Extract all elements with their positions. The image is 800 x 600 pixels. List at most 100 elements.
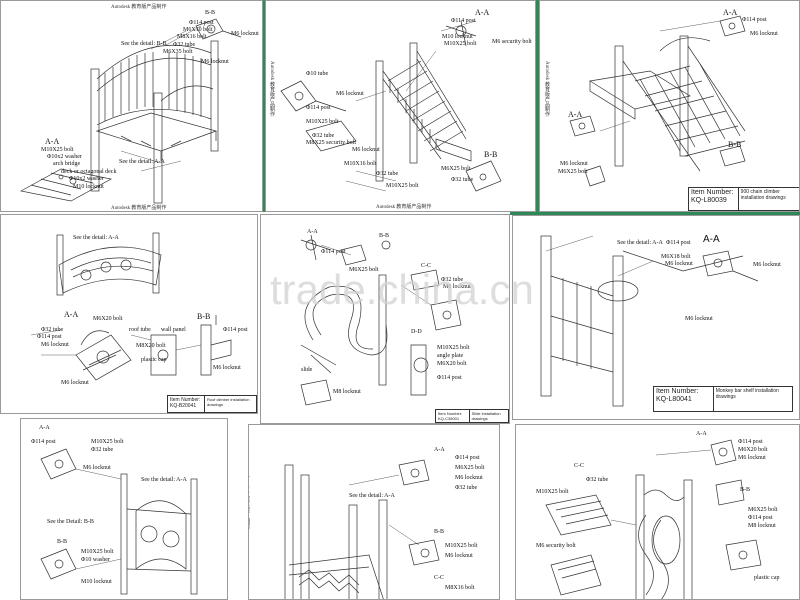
dimension-label: Φ10x2 washer [47, 154, 82, 160]
dimension-label: M8 locknut [333, 389, 361, 395]
dimension-label: M6X25 bolt [455, 465, 485, 471]
dimension-label: M6X20 bolt [738, 447, 768, 453]
dimension-label: Φ114 post [321, 249, 346, 255]
drawing-sheet-slide: A-A Φ114 post M6X25 bolt B-B C-C Φ32 tub… [260, 214, 510, 424]
dimension-label: Φ32 tube [173, 42, 196, 48]
arch-bridge-drawing [19, 18, 242, 204]
dimension-label: Φ32 tube [455, 485, 478, 491]
dimension-label: Φ32 tube [312, 133, 335, 139]
dimension-label: M6 locknut [750, 31, 778, 37]
dimension-label: Φ32 tube [451, 177, 474, 183]
item-number: Item Number: KQ-C38001 [436, 410, 470, 422]
sheet-side-text: Autodesk 教育版产品制作 [249, 475, 250, 530]
sheet-footer: Autodesk 教育版产品制作 [111, 206, 167, 211]
dimension-label: M6X35 bolt [163, 49, 193, 55]
dimension-label: M6 security bolt [492, 39, 532, 45]
drawing-sheet-monkey-bar: See the detail: A-A Φ114 post M6X18 bolt… [512, 215, 800, 420]
section-label: A-A [307, 229, 318, 235]
dimension-label: deck or octagonal deck [61, 169, 117, 175]
dimension-label: Φ114 post [455, 455, 480, 461]
drawing-sheet-roof-climber: See the detail: A-A A-A M6X20 bolt Φ32 t… [0, 214, 258, 414]
dimension-label: plastic cap [141, 357, 167, 363]
section-label: C-C [421, 263, 432, 269]
dimension-label: M6 locknut [665, 261, 693, 267]
panel-drawing [40, 448, 198, 595]
dimension-label: M6 locknut [336, 91, 364, 97]
dimension-label: Φ114 post [223, 327, 248, 333]
dimension-label: M10X25 bolt [386, 183, 419, 189]
section-label: A-A [475, 8, 490, 17]
climber-wall-drawing [545, 439, 762, 599]
dimension-label: M6 locknut [231, 31, 259, 37]
item-number: Item Number: KQ-B20041 [168, 396, 205, 412]
dimension-label: Φ114 post [37, 334, 62, 340]
section-label: B-B [728, 140, 742, 149]
item-description: 900 chain climber installation drawings [740, 189, 786, 201]
title-block: Item Number: KQ-L80041 Monkey bar shelf … [653, 386, 793, 412]
dimension-label: M6 locknut [443, 284, 471, 290]
dimension-label: Φ32 tube [441, 277, 464, 283]
separator [510, 212, 800, 215]
dimension-label: roof tube [129, 327, 151, 333]
section-label: B-B [484, 150, 498, 159]
dimension-label: Φ114 post [742, 17, 767, 23]
slide-drawing [300, 234, 462, 406]
dimension-label: M6 locknut [41, 342, 69, 348]
dimension-label: M6X10 bolt [183, 27, 213, 33]
detail-callout: See the detail: A-A [349, 493, 395, 499]
dimension-label: Φ10 tube [306, 71, 329, 77]
dimension-label: Φ32 tube [376, 171, 399, 177]
detail-callout: See the detail: A-A [119, 159, 165, 165]
section-label: B-B [57, 539, 68, 545]
watermark: trade.china.cn [270, 266, 534, 313]
item-description: Monkey bar shelf installation drawings [715, 388, 779, 400]
dimension-label: M10X25 bolt [81, 549, 114, 555]
sheet-side-text: Autodesk 教育版产品制作 [544, 61, 549, 117]
stairs-drawing [280, 20, 502, 192]
section-heading: A-A [703, 234, 720, 245]
dimension-label: Φ32 tube [586, 477, 609, 483]
dimension-label: M10X25 bolt [444, 41, 477, 47]
dimension-label: M6 security bolt [536, 543, 576, 549]
section-label: B-B [379, 233, 390, 239]
section-label: A-A [696, 431, 707, 437]
drawing-sheet-arch-bridge: B-B Φ114 post M6X10 bolt M8X16 bolt Φ32 … [0, 0, 263, 212]
drawing-sheet-ramp: A-A Φ114 post M6X25 bolt M6 locknut Φ32 … [248, 424, 500, 600]
dimension-label: M8 locknut [748, 523, 776, 529]
dimension-label: M10X16 bolt [344, 161, 377, 167]
drawing-sheet-stairs: A-A Φ114 post M6 security bolt M10 lockn… [265, 0, 536, 212]
dimension-label: M6 locknut [201, 59, 229, 65]
item-description: Slide installation drawings [471, 411, 501, 421]
dimension-label: Φ10x2 washer [69, 176, 104, 182]
dimension-label: angle plate [437, 353, 464, 359]
title-block: Item Number: KQ-B20041 Roof climber inst… [167, 395, 257, 413]
dimension-label: M6 locknut [560, 161, 588, 167]
drawing-sheet-climber-wall: A-A Φ114 post M6X20 bolt M6 locknut C-C … [515, 424, 800, 600]
section-label: A-A [45, 137, 60, 146]
ramp-drawing [284, 459, 440, 599]
section-label: C-C [434, 575, 445, 581]
chain-climber-drawing [569, 15, 746, 187]
dimension-label: M8X20 bolt [136, 343, 166, 349]
dimension-label: M10X25 bolt [306, 119, 339, 125]
dimension-label: Φ32 tube [41, 327, 64, 333]
dimension-label: M10 locknut [81, 579, 112, 585]
dimension-label: M10X25 bolt [536, 489, 569, 495]
dimension-label: Φ114 post [666, 240, 691, 246]
detail-callout: See the detail: A-A [73, 235, 119, 241]
title-block: Item Number: KQ-C38001 Slide installatio… [435, 409, 509, 423]
detail-callout: See the detail: A-A [141, 477, 187, 483]
dimension-label: M6 locknut [455, 475, 483, 481]
dimension-label: M8X16 bolt [445, 585, 475, 591]
dimension-label: M6 locknut [445, 553, 473, 559]
dimension-label: Φ114 post [748, 515, 773, 521]
separator [263, 0, 265, 212]
dimension-label: Φ114 post [306, 105, 331, 111]
dimension-label: M10 locknut [442, 34, 473, 40]
dimension-label: Φ114 post [189, 20, 214, 26]
dimension-label: M6X25 bolt [558, 169, 588, 175]
dimension-label: M10X25 bolt [91, 439, 124, 445]
dimension-label: M6 locknut [83, 465, 111, 471]
section-label: A-A [64, 310, 79, 319]
